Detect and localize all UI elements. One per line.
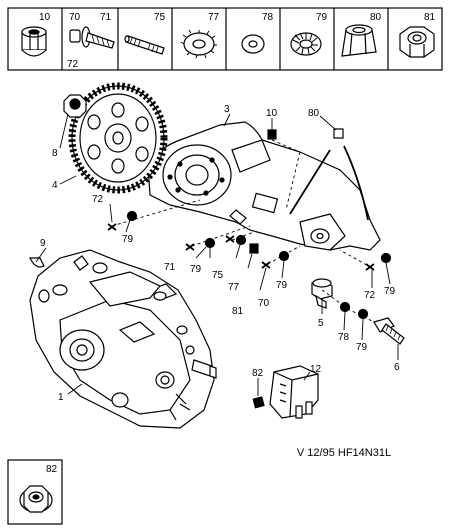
callout-71: 71	[164, 262, 176, 273]
sleeve-80-marker	[333, 128, 344, 139]
header-label-81: 81	[424, 12, 436, 23]
washer-79-marker-2	[204, 237, 216, 249]
parts-header-strip	[7, 7, 443, 71]
small-parts-markers	[126, 128, 392, 320]
inset-label-82: 82	[46, 464, 58, 475]
callout-8: 8	[52, 148, 58, 159]
header-label-78: 78	[262, 12, 274, 23]
header-label-72: 72	[67, 59, 79, 70]
nut-81-marker	[249, 243, 259, 254]
callout-1: 1	[58, 392, 64, 403]
callout-70: 70	[258, 298, 270, 309]
header-label-77: 77	[208, 12, 220, 23]
fixing-bolt	[373, 317, 405, 345]
header-labels: 10 70 71 72 75 77 78 79 80 81	[39, 12, 436, 70]
callout-81: 81	[232, 306, 244, 317]
callout-79-left: 79	[122, 234, 134, 245]
toothed-pulley	[68, 82, 168, 194]
inset-box-82	[7, 459, 63, 525]
washer-79-marker-5	[357, 308, 369, 320]
acorn-nut-icon	[21, 26, 47, 57]
callout-4: 4	[52, 180, 58, 191]
washer-78-marker	[339, 301, 351, 313]
pulley-nut	[63, 94, 87, 118]
callout-80: 80	[308, 108, 320, 119]
injection-pump	[29, 249, 217, 429]
spacer-sleeve-icon	[341, 24, 377, 57]
header-label-10: 10	[39, 12, 51, 23]
pump-union	[311, 278, 333, 309]
callout-77: 77	[228, 282, 240, 293]
callout-12: 12	[310, 364, 322, 375]
stud-icon	[124, 35, 165, 55]
stop-solenoid	[269, 365, 319, 419]
callout-82: 82	[252, 368, 264, 379]
drawing-reference-code: V 12/95 HF14N31L	[297, 447, 391, 459]
callout-72-left: 72	[92, 194, 104, 205]
solenoid-lock-nut	[252, 396, 265, 409]
mounting-bracket	[147, 121, 381, 251]
callout-9: 9	[40, 238, 46, 249]
callout-3: 3	[224, 104, 230, 115]
screw-75-cross	[225, 235, 235, 243]
header-label-71: 71	[100, 12, 112, 23]
washer-79-marker-1	[126, 210, 138, 222]
header-label-70: 70	[69, 12, 81, 23]
woodruff-key	[29, 257, 45, 268]
screw-72-cross-2	[365, 263, 375, 271]
header-label-75: 75	[154, 12, 166, 23]
callout-75: 75	[212, 270, 224, 281]
washer-79-marker-4	[380, 252, 392, 264]
callout-79-mid: 79	[190, 264, 202, 275]
header-label-80: 80	[370, 12, 382, 23]
callout-5: 5	[318, 318, 324, 329]
callout-numbers: 3 4 8 9 1 10 80 72 79 71 79 75 77 81 70 …	[40, 104, 400, 403]
callout-10: 10	[266, 108, 278, 119]
header-label-79: 79	[316, 12, 328, 23]
lock-nut-icon	[19, 485, 53, 513]
callout-79-bottom: 79	[356, 342, 368, 353]
callout-6: 6	[394, 362, 400, 373]
nut-10-marker	[267, 129, 277, 140]
screw-cross-markers	[107, 223, 375, 271]
screw-72-cross-1	[107, 223, 117, 231]
screw-71-cross	[185, 243, 195, 251]
hex-nut-icon	[399, 26, 435, 58]
callout-79-far-right: 79	[384, 286, 396, 297]
callout-78: 78	[338, 332, 350, 343]
toothed-washer-icon	[180, 29, 217, 59]
callout-72-right: 72	[364, 290, 376, 301]
washer-77-marker	[235, 234, 247, 246]
washer-79-marker-3	[278, 250, 290, 262]
serrated-washer-icon	[290, 32, 322, 56]
callout-79-right-mid: 79	[276, 280, 288, 291]
screw-70-cross	[261, 261, 271, 269]
item-80-leader	[289, 145, 369, 221]
flat-washer-icon	[241, 34, 265, 54]
callout-leaders	[35, 113, 399, 396]
screw-washer-icon	[69, 26, 115, 49]
